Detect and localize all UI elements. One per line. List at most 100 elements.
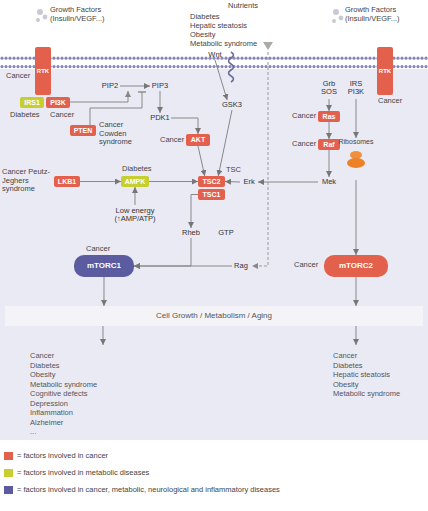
node-text: Diabetes: [30, 361, 60, 371]
ribosome-icon: [346, 149, 366, 169]
annotation-label: Obesity: [190, 31, 215, 40]
complex-box: mTORC2: [324, 255, 388, 277]
annotation-label: Cancer: [378, 97, 402, 106]
annotation-label: Diabetes: [10, 111, 40, 120]
node-text: Metabolic syndrome: [333, 389, 400, 399]
node-text: Ras: [323, 113, 336, 121]
signal-arrow: [134, 266, 232, 267]
inhibition-bar: [138, 91, 146, 92]
annotation-label: TSC: [226, 166, 241, 175]
node-text: TSC1: [203, 191, 221, 199]
node-text: Wnt: [208, 51, 221, 59]
node-text: Obesity: [30, 370, 55, 380]
annotation-label: Cancer Peutz-Jeghers syndrome: [2, 168, 52, 194]
ribosome-node: Ribosomes: [331, 138, 381, 180]
annotation-label: Diabetes: [122, 165, 152, 174]
annotation-label: Cancer: [292, 112, 316, 121]
node-text: PI3K: [50, 99, 66, 107]
node-text: Obesity: [333, 380, 358, 390]
complex-box: mTORC1: [74, 255, 134, 277]
signal-arrow: [356, 180, 357, 255]
signal-arrow: [171, 118, 198, 134]
node-text: SOS: [321, 88, 337, 96]
annotation-label: Metabolic syndrome: [190, 40, 257, 49]
signal-arrow: [215, 60, 227, 100]
signal-arrow: [198, 146, 205, 176]
node-text: PIP2: [102, 82, 118, 90]
annotation-label: Cancer Cowden syndrome: [99, 121, 139, 147]
signal-arrow: [160, 91, 161, 113]
node-text: mTORC1: [87, 262, 121, 271]
nutrient-arrowhead: [263, 42, 273, 50]
node-text: Erk: [243, 178, 254, 186]
node-text: Inflammation: [30, 408, 73, 418]
signal-arrow: [355, 326, 356, 345]
cell-interior: [0, 62, 428, 440]
molecule-node: PIP3: [150, 81, 170, 91]
node-text: Alzheimer: [30, 418, 63, 428]
legend-text: = factors involved in cancer, metabolic,…: [17, 485, 280, 494]
legend-swatch: [4, 452, 13, 460]
node-text: Cancer: [30, 351, 54, 361]
ribosome-large-subunit: [347, 158, 365, 168]
node-text: ...: [30, 427, 36, 437]
signal-arrow: [329, 150, 330, 177]
node-text: RTK: [379, 68, 391, 75]
annotation-label: Cancer: [6, 72, 30, 81]
annotation-label: Cancer: [50, 111, 74, 120]
protein-box: IRS1: [20, 97, 44, 108]
molecule-node: PIP2: [100, 81, 120, 91]
annotation-label: Growth Factors (Insulin/VEGF...): [50, 6, 122, 23]
node-text: Raf: [323, 141, 334, 149]
node-text: Mek: [322, 178, 336, 186]
node-text: Hepatic steatosis: [333, 370, 390, 380]
node-text: Rheb: [182, 229, 200, 237]
protein-box: LKB1: [54, 176, 80, 187]
signal-arrow: [218, 110, 232, 176]
node-text: Low energy (↑AMP/ATP): [105, 207, 165, 224]
signal-arrow: [356, 99, 357, 138]
molecule-node: Rag: [232, 261, 250, 271]
node-text: PIP3: [152, 82, 168, 90]
protein-box: TSC2: [198, 176, 225, 187]
legend-swatch: [4, 469, 13, 477]
ribosome-small-subunit: [350, 151, 362, 159]
signal-arrow: [329, 122, 330, 139]
annotation-label: Cancer: [160, 136, 184, 145]
node-text: Cancer: [333, 351, 357, 361]
node-text: TSC2: [203, 178, 221, 186]
signal-arrow: [149, 181, 198, 182]
legend-swatch: [4, 486, 13, 494]
annotation-label: Cancer: [292, 140, 316, 149]
annotation-label: Cancer: [294, 261, 318, 270]
molecule-node: Rheb: [180, 228, 202, 238]
node-text: Cell Growth / Metabolism / Aging: [156, 312, 272, 321]
legend-row: = factors involved in cancer: [4, 451, 108, 460]
protein-box: PI3K: [46, 97, 70, 108]
molecule-node: PDK1: [149, 113, 171, 123]
protein-box: AKT: [186, 134, 210, 146]
node-text: RTK: [37, 68, 49, 75]
molecule-node: Low energy (↑AMP/ATP): [105, 205, 165, 225]
protein-box: AMPK: [121, 176, 149, 187]
signal-arrow: [355, 277, 356, 306]
annotation-label: Cancer: [86, 245, 110, 254]
node-text: Ribosomes: [338, 138, 373, 146]
node-text: IRS: [350, 80, 363, 88]
protein-box: TSC1: [198, 189, 225, 200]
signal-arrow: [258, 182, 318, 183]
molecule-node: GrbSOS: [318, 77, 340, 99]
annotation-label: Diabetes: [190, 13, 220, 22]
node-text: Grb: [323, 80, 336, 88]
protein-box: Raf: [318, 139, 340, 150]
molecule-node: Mek: [318, 177, 340, 187]
pi3k-catalysis-line: [70, 91, 128, 102]
signal-arrow: [102, 326, 103, 345]
node-text: LKB1: [58, 178, 76, 186]
node-text: mTORC2: [339, 262, 373, 271]
molecule-node: GSK3: [220, 100, 244, 110]
molecule-node: Wnt: [205, 50, 225, 60]
signal-arrow: [191, 195, 198, 229]
node-text: IRS1: [24, 99, 40, 107]
